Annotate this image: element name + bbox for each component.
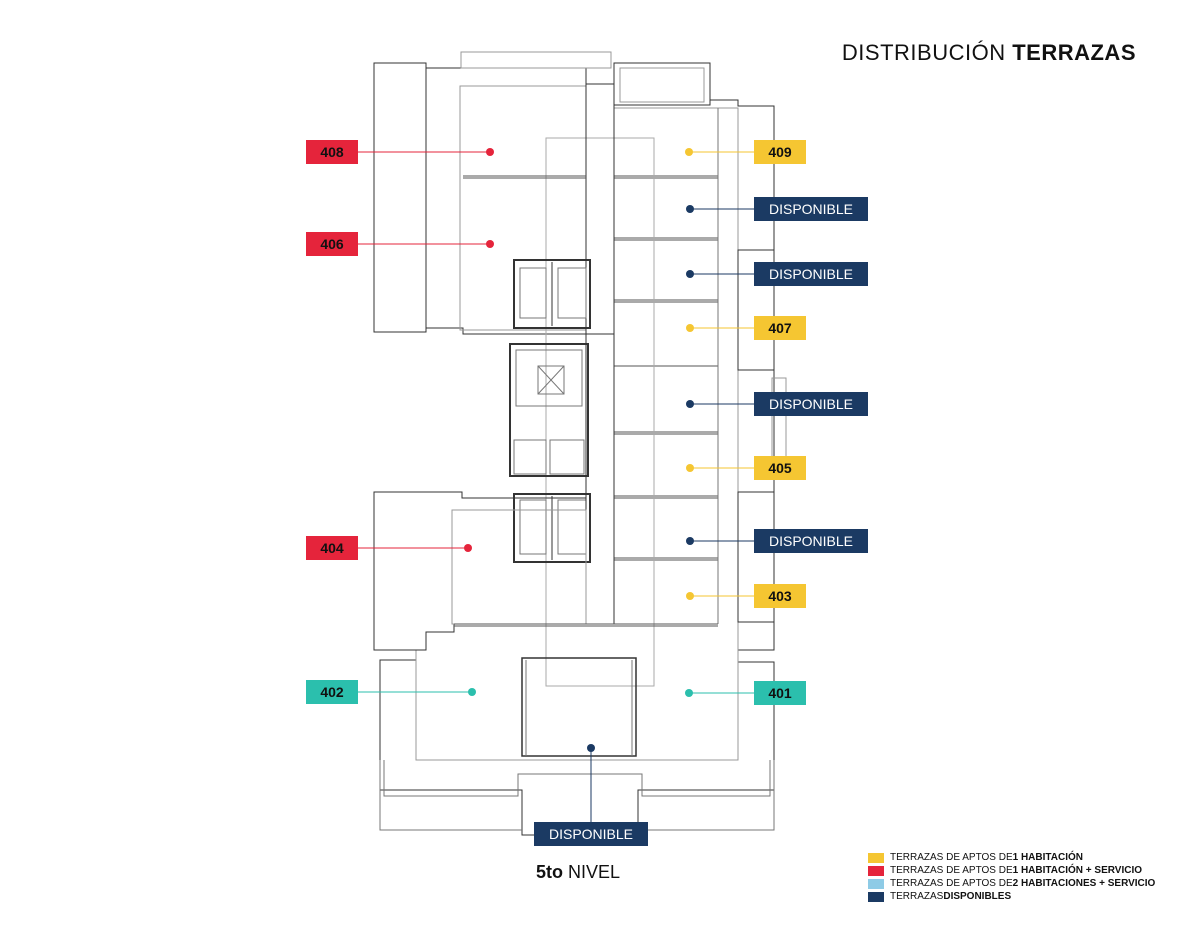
dot-409 [685,148,693,156]
dot-disp-3 [686,400,694,408]
title-bold: TERRAZAS [1012,40,1136,65]
legend-item-disponibles: TERRAZAS DISPONIBLES [868,890,1155,903]
wall-upper-left-inner [459,85,587,331]
level-word: NIVEL [568,862,621,882]
title-light: DISTRIBUCIÓN [841,40,1006,65]
legend-prefix: TERRAZAS DE APTOS DE [890,878,1013,889]
bottom-center-box [521,657,637,757]
unit-tag-402[interactable]: 402 [306,680,358,704]
legend-bold: 1 HABITACIÓN + SERVICIO [1012,865,1142,876]
level-number: 5to [536,862,563,882]
legend-swatch-lightblue [868,878,884,889]
dot-disp-4 [686,537,694,545]
unit-tag-disponible-2[interactable]: DISPONIBLE [754,262,868,286]
legend-item-2hab-serv: TERRAZAS DE APTOS DE 2 HABITACIONES + SE… [868,877,1155,890]
legend-swatch-red [868,865,884,876]
unit-tag-407[interactable]: 407 [754,316,806,340]
dot-407 [686,324,694,332]
dot-405 [686,464,694,472]
balcony-right-2 [737,491,775,623]
legend-prefix: TERRAZAS [890,891,944,902]
dot-406 [486,240,494,248]
wall-upper-left-outer [373,62,615,335]
unit-tag-405[interactable]: 405 [754,456,806,480]
stair-core [509,343,589,477]
dot-disp-1 [686,205,694,213]
bathroom-block-top [513,259,591,329]
elevator-box-top-inner [619,67,705,103]
legend-swatch-yellow [868,852,884,863]
unit-tag-401[interactable]: 401 [754,681,806,705]
legend-bold: 1 HABITACIÓN [1012,852,1083,863]
roof-top [460,51,612,69]
legend: TERRAZAS DE APTOS DE 1 HABITACIÓN TERRAZ… [868,851,1155,903]
legend-bold: DISPONIBLES [943,891,1012,902]
lower-left-inner [451,509,587,625]
dot-403 [686,592,694,600]
dot-408 [486,148,494,156]
unit-tag-disponible-1[interactable]: DISPONIBLE [754,197,868,221]
unit-tag-403[interactable]: 403 [754,584,806,608]
legend-bold: 2 HABITACIONES + SERVICIO [1012,878,1156,889]
unit-tag-408[interactable]: 408 [306,140,358,164]
dot-disp-2 [686,270,694,278]
bathroom-block-bottom [513,493,591,563]
unit-tag-409[interactable]: 409 [754,140,806,164]
level-label: 5to NIVEL [536,862,620,883]
legend-prefix: TERRAZAS DE APTOS DE [890,852,1013,863]
legend-item-1hab-serv: TERRAZAS DE APTOS DE 1 HABITACIÓN + SERV… [868,864,1155,877]
balcony-right-1 [737,249,775,371]
unit-tag-disponible-4[interactable]: DISPONIBLE [754,529,868,553]
legend-prefix: TERRAZAS DE APTOS DE [890,865,1013,876]
unit-tag-406[interactable]: 406 [306,232,358,256]
terrace-bottom [379,760,775,831]
unit-tag-404[interactable]: 404 [306,536,358,560]
dot-401 [685,689,693,697]
wall-right-inner [415,107,739,761]
corridor [545,137,655,687]
dot-404 [464,544,472,552]
unit-tag-disponible-3[interactable]: DISPONIBLE [754,392,868,416]
unit-dividers-right [614,175,718,625]
unit-tag-disponible-bottom[interactable]: DISPONIBLE [534,822,648,846]
dot-disp-bottom [587,744,595,752]
page-title: DISTRIBUCIÓN TERRAZAS [842,40,1136,66]
legend-swatch-navy [868,891,884,902]
dot-402 [468,688,476,696]
legend-item-1hab: TERRAZAS DE APTOS DE 1 HABITACIÓN [868,851,1155,864]
elevator-box-top [613,62,711,106]
